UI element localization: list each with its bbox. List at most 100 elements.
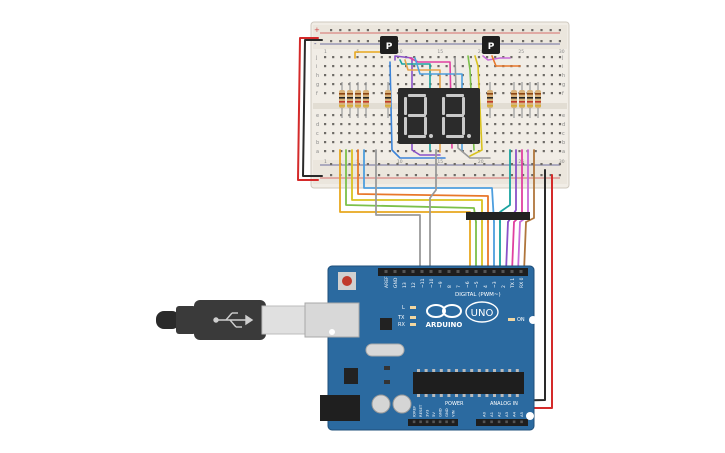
breadboard-hole[interactable]: [340, 141, 343, 144]
breadboard-hole[interactable]: [494, 150, 497, 153]
breadboard-hole[interactable]: [364, 141, 367, 144]
breadboard-hole[interactable]: [356, 65, 359, 68]
header-pin[interactable]: [456, 270, 460, 273]
rail-hole[interactable]: [492, 174, 495, 177]
header-pin[interactable]: [490, 420, 493, 424]
header-pin[interactable]: [402, 270, 406, 273]
rail-hole[interactable]: [522, 29, 525, 32]
breadboard-hole[interactable]: [518, 56, 521, 59]
breadboard-hole[interactable]: [332, 141, 335, 144]
header-pin[interactable]: [512, 420, 516, 424]
breadboard-hole[interactable]: [550, 56, 553, 59]
rail-hole[interactable]: [348, 174, 351, 177]
breadboard-hole[interactable]: [324, 123, 327, 126]
rail-hole[interactable]: [531, 163, 534, 166]
rail-hole[interactable]: [330, 40, 333, 43]
breadboard-hole[interactable]: [486, 56, 489, 59]
breadboard-hole[interactable]: [445, 56, 448, 59]
breadboard-hole[interactable]: [324, 114, 327, 117]
breadboard-hole[interactable]: [413, 65, 416, 68]
breadboard-hole[interactable]: [340, 74, 343, 77]
rail-hole[interactable]: [474, 40, 477, 43]
breadboard-hole[interactable]: [461, 83, 464, 86]
breadboard-hole[interactable]: [518, 132, 521, 135]
breadboard-hole[interactable]: [372, 114, 375, 117]
breadboard-hole[interactable]: [372, 83, 375, 86]
breadboard-hole[interactable]: [396, 74, 400, 77]
breadboard-hole[interactable]: [421, 150, 424, 153]
breadboard-hole[interactable]: [526, 56, 529, 59]
breadboard-hole[interactable]: [396, 83, 400, 86]
breadboard-hole[interactable]: [494, 74, 497, 77]
breadboard-hole[interactable]: [518, 150, 521, 153]
header-pin[interactable]: [393, 270, 397, 273]
breadboard-hole[interactable]: [534, 123, 537, 126]
rail-hole[interactable]: [540, 174, 543, 177]
breadboard-hole[interactable]: [324, 83, 327, 86]
rail-hole[interactable]: [396, 174, 399, 177]
breadboard-hole[interactable]: [324, 141, 327, 144]
breadboard-hole[interactable]: [469, 56, 472, 59]
breadboard-hole[interactable]: [437, 83, 440, 86]
breadboard-hole[interactable]: [380, 114, 383, 117]
breadboard-hole[interactable]: [445, 150, 448, 153]
breadboard-hole[interactable]: [372, 65, 375, 68]
breadboard-hole[interactable]: [388, 132, 391, 135]
rail-hole[interactable]: [540, 40, 543, 43]
breadboard-hole[interactable]: [542, 92, 545, 95]
rail-hole[interactable]: [462, 40, 465, 43]
breadboard-hole[interactable]: [558, 141, 562, 144]
breadboard-hole[interactable]: [364, 123, 367, 126]
breadboard-hole[interactable]: [542, 74, 545, 77]
rail-hole[interactable]: [387, 29, 390, 32]
resistor[interactable]: [519, 90, 525, 108]
rail-hole[interactable]: [549, 174, 552, 177]
breadboard-hole[interactable]: [421, 74, 424, 77]
header-pin[interactable]: [411, 270, 415, 273]
rail-hole[interactable]: [462, 29, 465, 32]
rail-hole[interactable]: [474, 174, 477, 177]
breadboard-hole[interactable]: [332, 123, 335, 126]
breadboard-hole[interactable]: [332, 92, 335, 95]
rail-hole[interactable]: [474, 29, 477, 32]
breadboard-hole[interactable]: [340, 114, 343, 117]
rail-hole[interactable]: [378, 174, 381, 177]
rail-hole[interactable]: [330, 29, 333, 32]
breadboard-hole[interactable]: [388, 114, 391, 117]
breadboard-hole[interactable]: [502, 92, 505, 95]
header-pin[interactable]: [432, 420, 435, 424]
rail-hole[interactable]: [387, 163, 390, 166]
breadboard-hole[interactable]: [445, 65, 448, 68]
rail-hole[interactable]: [396, 163, 399, 166]
rail-hole[interactable]: [378, 163, 381, 166]
breadboard-hole[interactable]: [526, 132, 529, 135]
breadboard-hole[interactable]: [461, 65, 464, 68]
breadboard-hole[interactable]: [534, 65, 537, 68]
breadboard-hole[interactable]: [348, 65, 351, 68]
rail-hole[interactable]: [366, 174, 369, 177]
breadboard-hole[interactable]: [526, 141, 529, 144]
header-pin[interactable]: [420, 270, 424, 273]
breadboard-hole[interactable]: [380, 141, 383, 144]
rail-hole[interactable]: [426, 163, 429, 166]
rail-hole[interactable]: [444, 40, 447, 43]
breadboard-hole[interactable]: [324, 65, 327, 68]
rail-hole[interactable]: [522, 40, 525, 43]
resistor[interactable]: [355, 90, 361, 108]
breadboard-hole[interactable]: [332, 150, 335, 153]
breadboard-hole[interactable]: [534, 56, 537, 59]
breadboard-hole[interactable]: [502, 114, 505, 117]
rail-hole[interactable]: [387, 174, 390, 177]
breadboard-hole[interactable]: [380, 65, 383, 68]
breadboard-hole[interactable]: [348, 56, 351, 59]
breadboard-hole[interactable]: [510, 56, 513, 59]
breadboard-hole[interactable]: [332, 74, 335, 77]
header-pin[interactable]: [492, 270, 496, 273]
breadboard-hole[interactable]: [348, 141, 351, 144]
rail-hole[interactable]: [453, 174, 456, 177]
rail-hole[interactable]: [549, 163, 552, 166]
header-pin[interactable]: [384, 270, 388, 273]
breadboard-hole[interactable]: [510, 132, 513, 135]
breadboard-hole[interactable]: [332, 56, 335, 59]
